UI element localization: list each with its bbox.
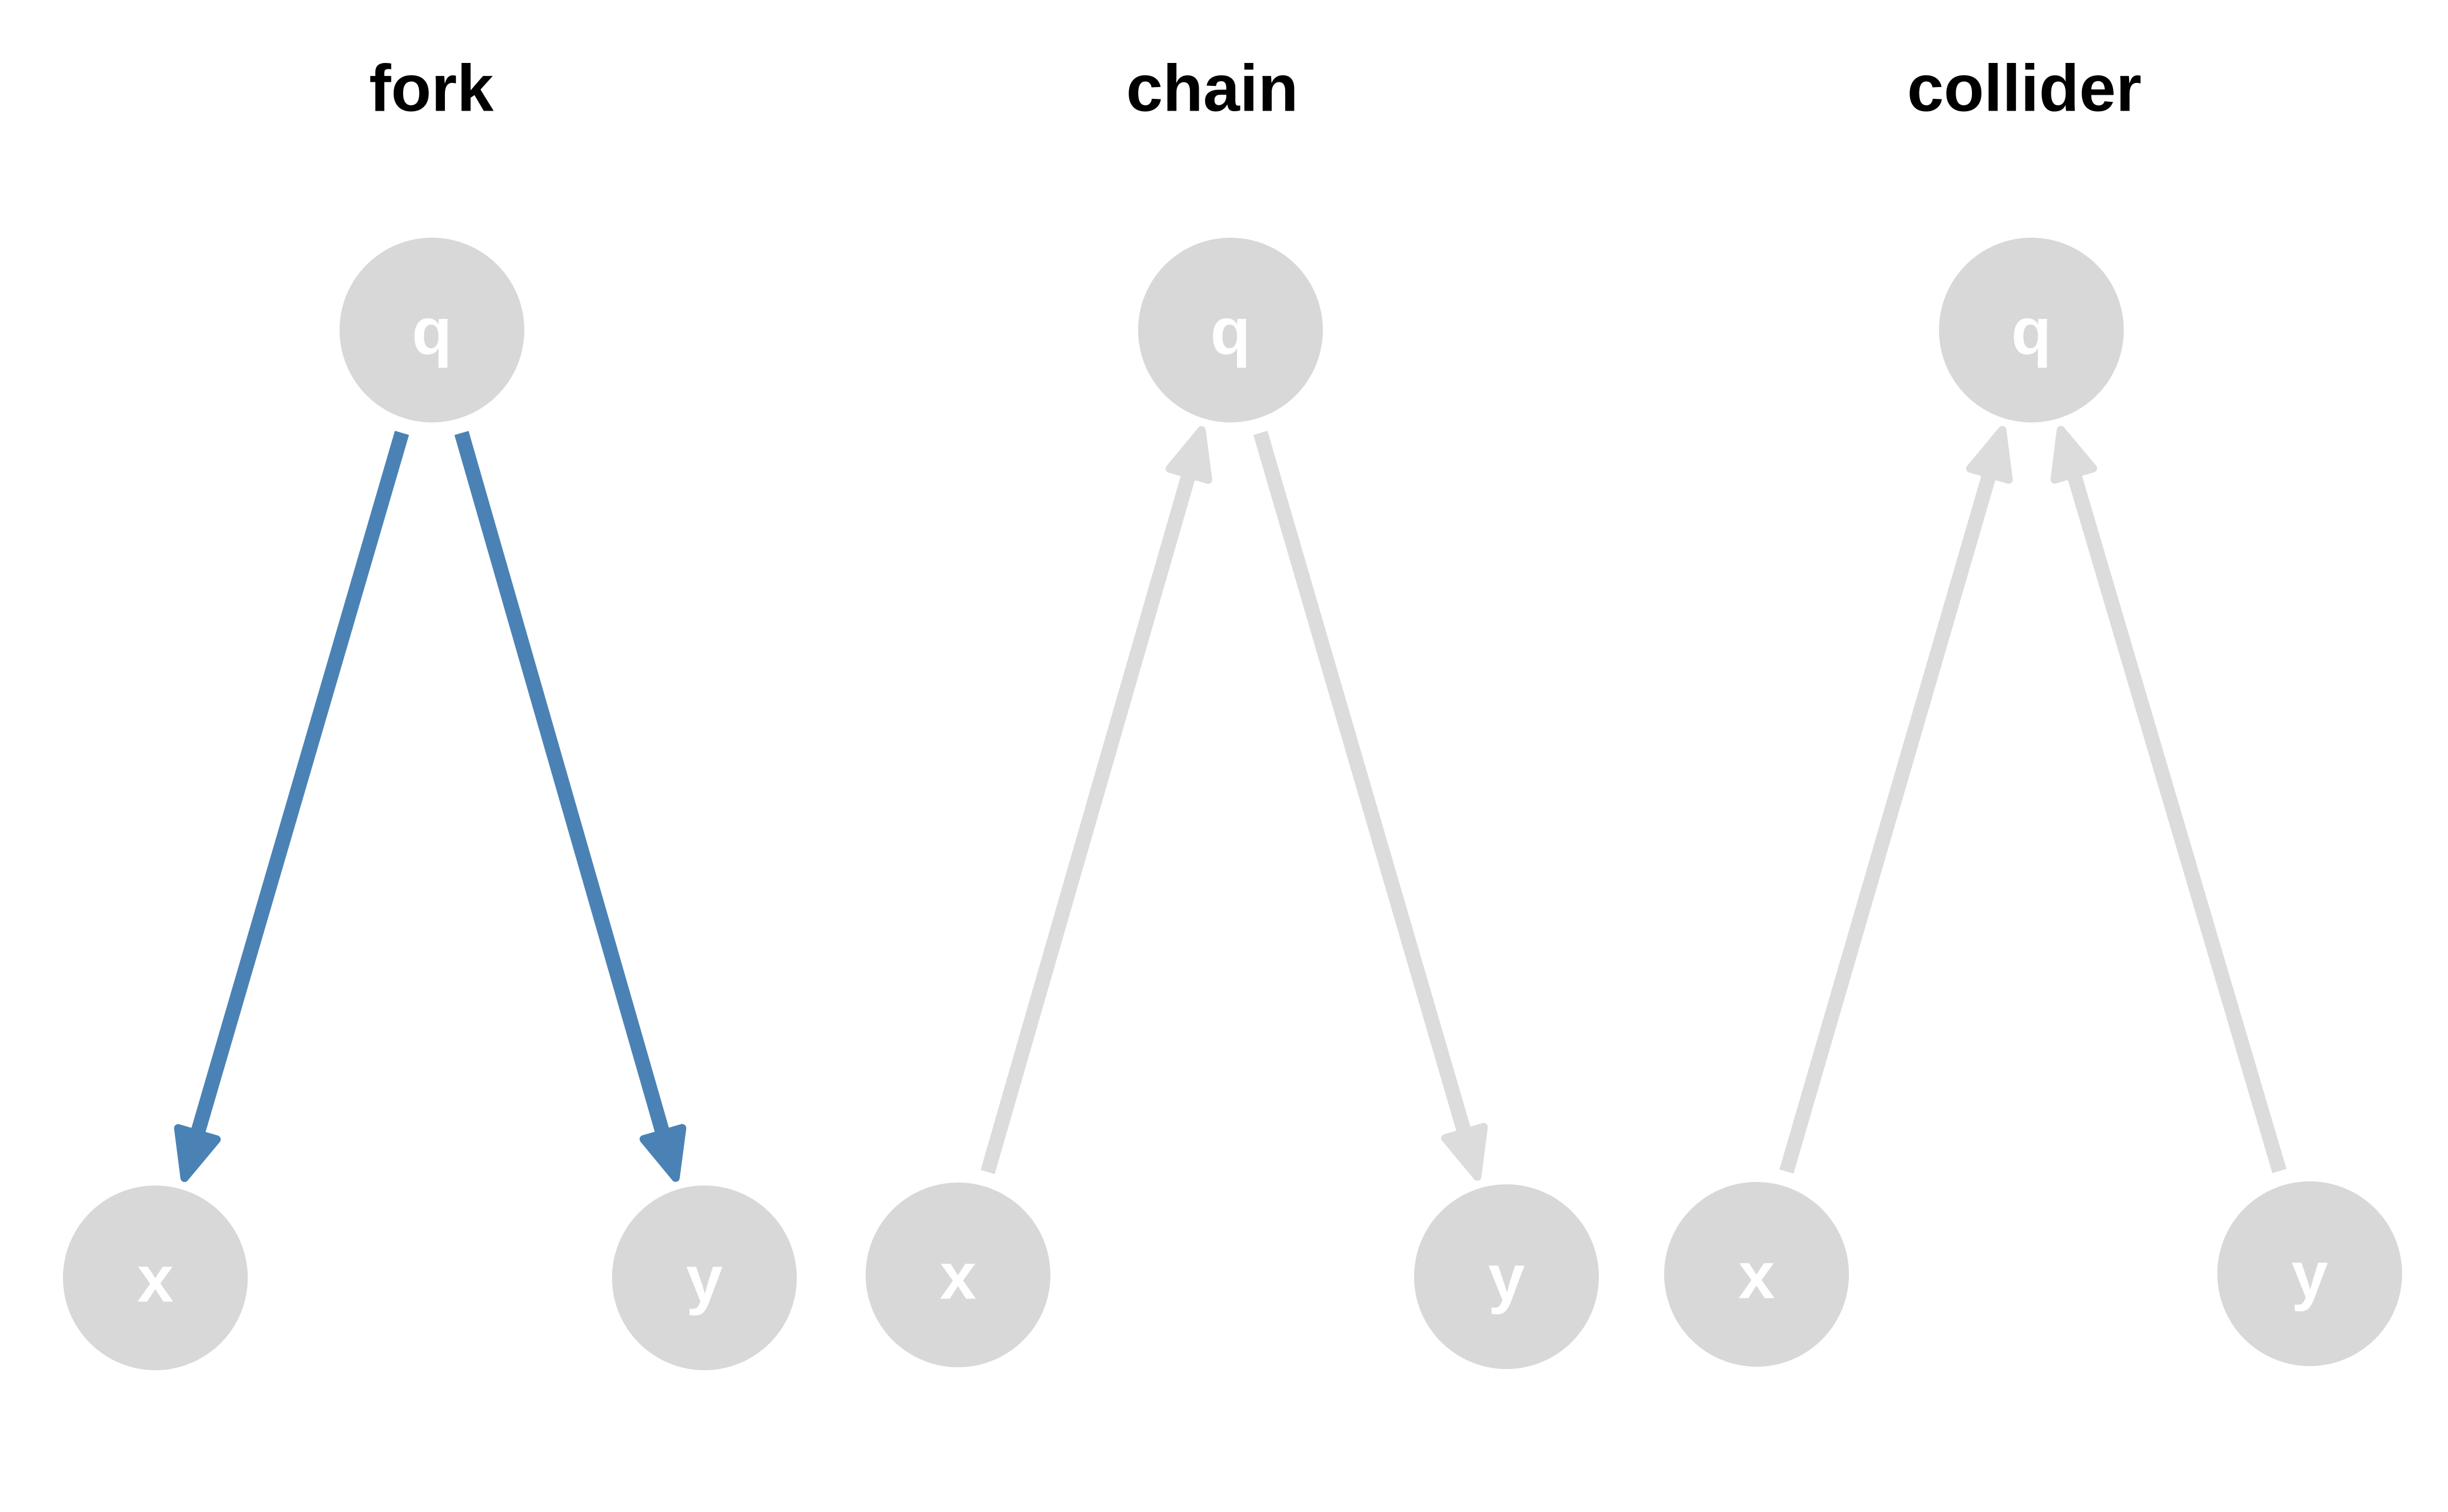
arrowhead-icon xyxy=(639,1124,687,1182)
panel-chain: chain q x y xyxy=(866,52,1599,1369)
node-circle-q xyxy=(340,238,524,422)
node-x-fork: x xyxy=(63,1185,248,1370)
node-label-y: y xyxy=(2291,1238,2328,1312)
edge-q-to-y-fork xyxy=(454,431,687,1182)
node-label-y: y xyxy=(686,1243,723,1316)
edge-y-to-q-collider xyxy=(2050,425,2287,1173)
edge-shaft xyxy=(980,464,1199,1174)
edge-q-to-x-fork xyxy=(174,431,410,1183)
node-circle-y xyxy=(1414,1184,1599,1369)
node-x-collider: x xyxy=(1664,1182,1849,1367)
node-label-q: q xyxy=(2011,295,2051,368)
node-q-collider: q xyxy=(1939,238,2124,422)
arrowhead-icon xyxy=(1441,1123,1488,1181)
node-q-chain: q xyxy=(1138,238,1323,422)
node-label-x: x xyxy=(137,1243,174,1316)
arrowhead-icon xyxy=(2050,425,2097,484)
node-circle-x xyxy=(63,1185,248,1370)
node-circle-x xyxy=(1664,1182,1849,1367)
node-label-q: q xyxy=(412,295,452,368)
node-circle-y xyxy=(612,1185,797,1370)
node-x-chain: x xyxy=(866,1183,1050,1367)
node-q-fork: q xyxy=(340,238,524,422)
panel-fork: fork q x y xyxy=(63,52,797,1370)
arrowhead-icon xyxy=(1966,425,2013,484)
node-label-x: x xyxy=(940,1240,976,1313)
panel-collider: collider q x y xyxy=(1664,52,2402,1367)
node-circle-x xyxy=(866,1183,1050,1367)
node-circle-y xyxy=(2217,1181,2402,1366)
node-y-chain: y xyxy=(1414,1184,1599,1369)
edge-shaft xyxy=(1253,431,1474,1143)
node-label-q: q xyxy=(1210,295,1250,368)
edge-shaft xyxy=(454,431,673,1144)
edge-x-to-q-collider xyxy=(1779,425,2013,1174)
arrowhead-icon xyxy=(174,1124,221,1183)
edge-shaft xyxy=(2064,464,2287,1173)
node-label-x: x xyxy=(1738,1239,1775,1313)
panel-title-fork: fork xyxy=(369,52,494,125)
panel-title-chain: chain xyxy=(1126,52,1299,125)
edge-shaft xyxy=(188,431,410,1144)
node-label-y: y xyxy=(1488,1241,1525,1315)
node-circle-q xyxy=(1939,238,2124,422)
edge-x-to-q-chain xyxy=(980,426,1213,1174)
node-circle-q xyxy=(1138,238,1323,422)
arrowhead-icon xyxy=(1165,426,1213,484)
edge-q-to-y-chain xyxy=(1253,431,1488,1181)
panel-title-collider: collider xyxy=(1907,52,2141,125)
edge-shaft xyxy=(1779,464,1999,1174)
node-y-fork: y xyxy=(612,1185,797,1370)
node-y-collider: y xyxy=(2217,1181,2402,1366)
